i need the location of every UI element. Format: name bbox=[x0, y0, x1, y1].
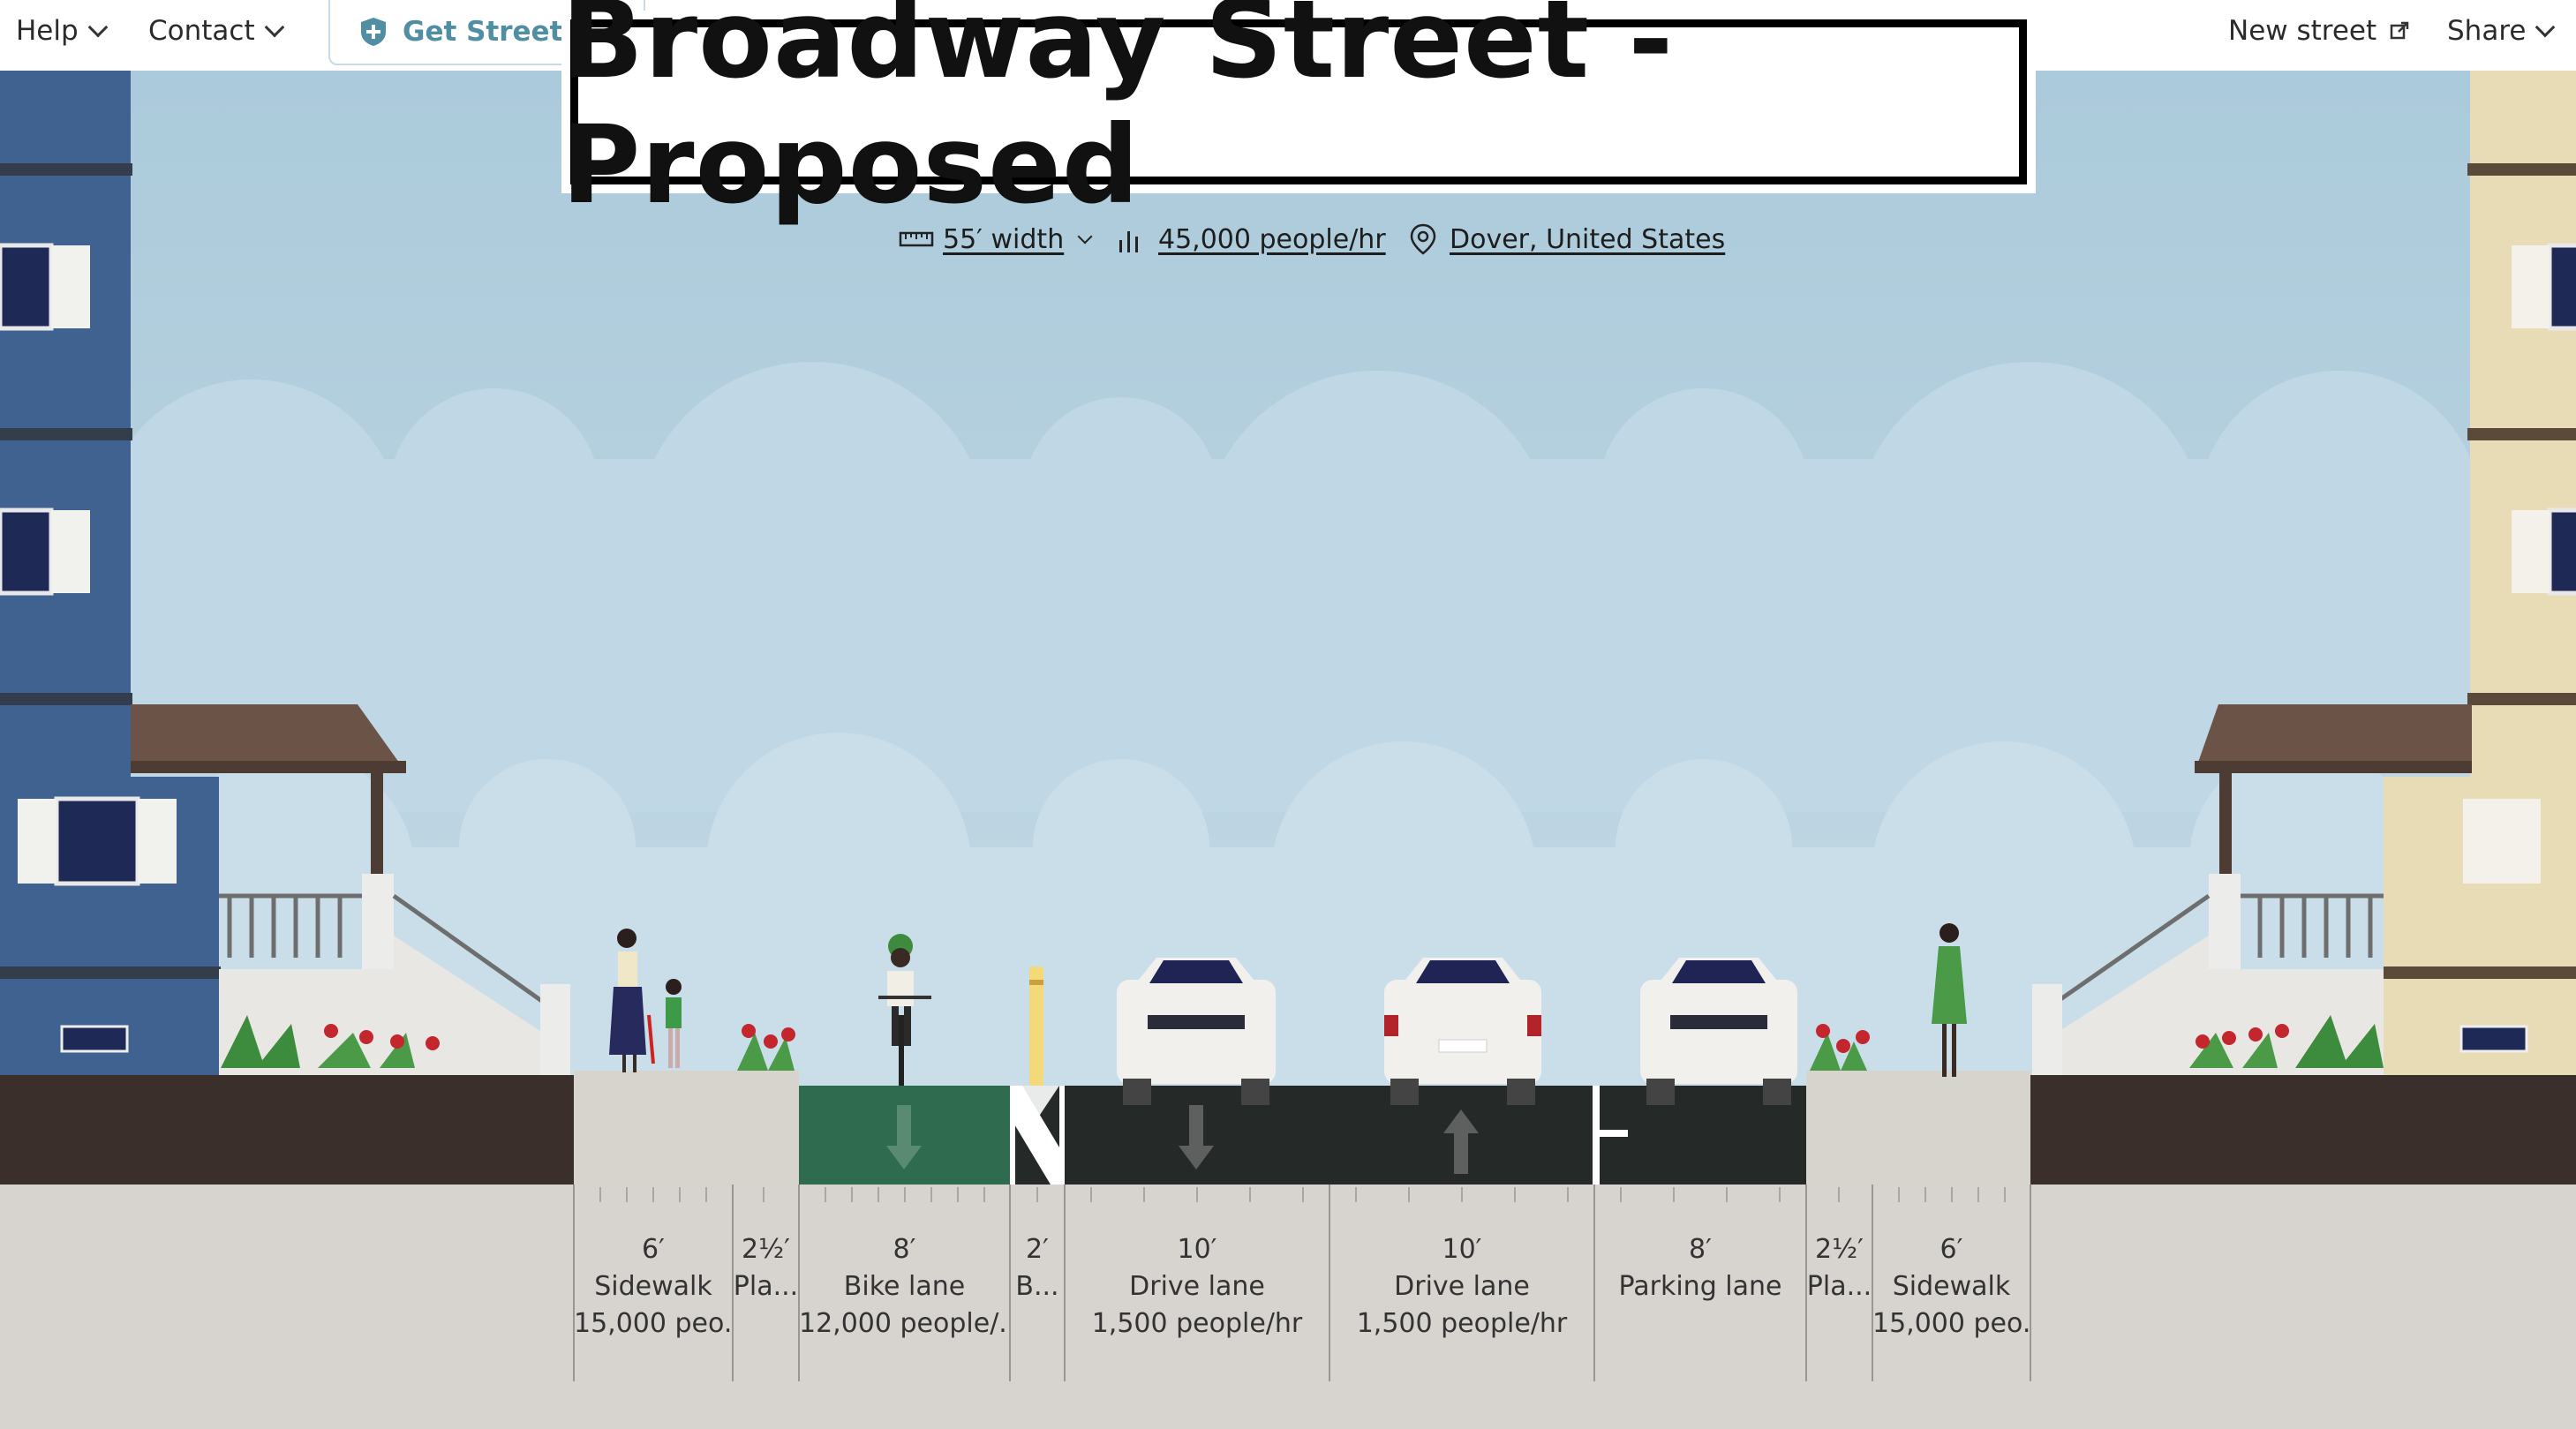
cyclist bbox=[878, 934, 931, 1086]
segment-capacity: 12,000 people/... bbox=[799, 1308, 1010, 1339]
segment-name: Drive lane bbox=[1129, 1271, 1265, 1302]
street-name-title: Broadway Street - Proposed bbox=[561, 0, 1675, 228]
shield-plus-icon bbox=[361, 18, 386, 46]
segment-capacity: 15,000 peo... bbox=[1872, 1308, 2030, 1339]
segment-label-drive-lane-1[interactable]: 10′ Drive lane 1,500 people/hr bbox=[1065, 1231, 1329, 1343]
pedestrian-woman bbox=[609, 929, 655, 1072]
chevron-down-icon bbox=[87, 17, 109, 38]
segment-width: 10′ bbox=[1442, 1234, 1482, 1265]
new-street-link[interactable]: New street bbox=[2228, 0, 2410, 62]
street-name-box[interactable]: Broadway Street - Proposed bbox=[561, 0, 2036, 228]
get-streetmix-label: Get Streetm bbox=[403, 16, 591, 48]
car-parked bbox=[1640, 958, 1797, 1105]
segment-label-buffer[interactable]: 2′ B... bbox=[1010, 1231, 1065, 1305]
segment-label-planter-left[interactable]: 2½′ Pla... bbox=[733, 1231, 799, 1305]
plants-left bbox=[221, 1015, 440, 1068]
segment-label-parking-lane[interactable]: 8′ Parking lane bbox=[1594, 1231, 1806, 1305]
segment-name: B... bbox=[1015, 1271, 1059, 1302]
map-pin-icon bbox=[1410, 223, 1436, 255]
segment-label-bike-lane[interactable]: 8′ Bike lane 12,000 people/... bbox=[799, 1231, 1010, 1343]
street-location[interactable]: Dover, United States bbox=[1409, 217, 1725, 261]
new-street-label: New street bbox=[2228, 15, 2377, 47]
car-southbound bbox=[1117, 958, 1276, 1105]
segment-capacity: 1,500 people/hr bbox=[1091, 1308, 1303, 1339]
help-label: Help bbox=[16, 15, 79, 47]
segment-name: Parking lane bbox=[1618, 1271, 1782, 1302]
segment-name: Bike lane bbox=[843, 1271, 966, 1302]
street-name-border bbox=[570, 19, 2027, 184]
contact-menu[interactable]: Contact bbox=[148, 0, 284, 62]
segment-name: Pla... bbox=[1806, 1271, 1872, 1302]
segment-width: 10′ bbox=[1177, 1234, 1217, 1265]
share-label: Share bbox=[2447, 15, 2527, 47]
segment-capacity: 15,000 peo... bbox=[574, 1308, 733, 1339]
street-width-control[interactable]: 55′ width bbox=[899, 217, 1093, 261]
street-width-label: 55′ width bbox=[943, 223, 1065, 255]
planter-flowers-right bbox=[1810, 1024, 1870, 1071]
segment-width: 6′ bbox=[1940, 1234, 1963, 1265]
chevron-down-icon bbox=[2535, 17, 2556, 38]
plants-right bbox=[2189, 1015, 2384, 1068]
street-location-label: Dover, United States bbox=[1450, 223, 1726, 255]
segment-label-sidewalk-left[interactable]: 6′ Sidewalk 15,000 peo... bbox=[574, 1231, 733, 1343]
segment-width: 8′ bbox=[893, 1234, 916, 1265]
segment-ruler bbox=[573, 1185, 2031, 1381]
building-right bbox=[2032, 71, 2576, 1077]
street-capacity[interactable]: 45,000 people/hr bbox=[1118, 217, 1386, 261]
segment-name: Drive lane bbox=[1394, 1271, 1530, 1302]
segment-width: 2½′ bbox=[1815, 1234, 1864, 1265]
segment-width: 6′ bbox=[642, 1234, 665, 1265]
segment-label-drive-lane-2[interactable]: 10′ Drive lane 1,500 people/hr bbox=[1329, 1231, 1594, 1343]
lane-markings bbox=[886, 1086, 1628, 1185]
external-link-icon bbox=[2390, 21, 2409, 40]
bars-icon bbox=[1119, 231, 1138, 252]
ruler-icon bbox=[899, 231, 934, 247]
contact-label: Contact bbox=[148, 15, 255, 47]
segment-name: Pla... bbox=[733, 1271, 799, 1302]
clouds-upper bbox=[0, 362, 2576, 812]
pedestrian-child bbox=[666, 979, 682, 1068]
segment-capacity: 1,500 people/hr bbox=[1356, 1308, 1568, 1339]
share-menu[interactable]: Share bbox=[2447, 0, 2556, 62]
pedestrian-right bbox=[1932, 923, 1967, 1077]
building-left bbox=[0, 71, 570, 1077]
segment-label-sidewalk-right[interactable]: 6′ Sidewalk 15,000 peo... bbox=[1872, 1231, 2030, 1343]
segment-label-planter-right[interactable]: 2½′ Pla... bbox=[1806, 1231, 1872, 1305]
street-capacity-label: 45,000 people/hr bbox=[1158, 223, 1386, 255]
planter-flowers-left bbox=[737, 1024, 795, 1071]
bollard bbox=[1029, 966, 1043, 1086]
segment-width: 8′ bbox=[1689, 1234, 1712, 1265]
segment-name: Sidewalk bbox=[1892, 1271, 2011, 1302]
car-northbound bbox=[1384, 958, 1541, 1105]
segment-width: 2½′ bbox=[742, 1234, 790, 1265]
chevron-down-icon bbox=[264, 17, 284, 38]
chevron-down-icon bbox=[1077, 229, 1093, 244]
help-menu[interactable]: Help bbox=[16, 0, 109, 62]
segment-name: Sidewalk bbox=[594, 1271, 712, 1302]
segment-width: 2′ bbox=[1026, 1234, 1049, 1265]
